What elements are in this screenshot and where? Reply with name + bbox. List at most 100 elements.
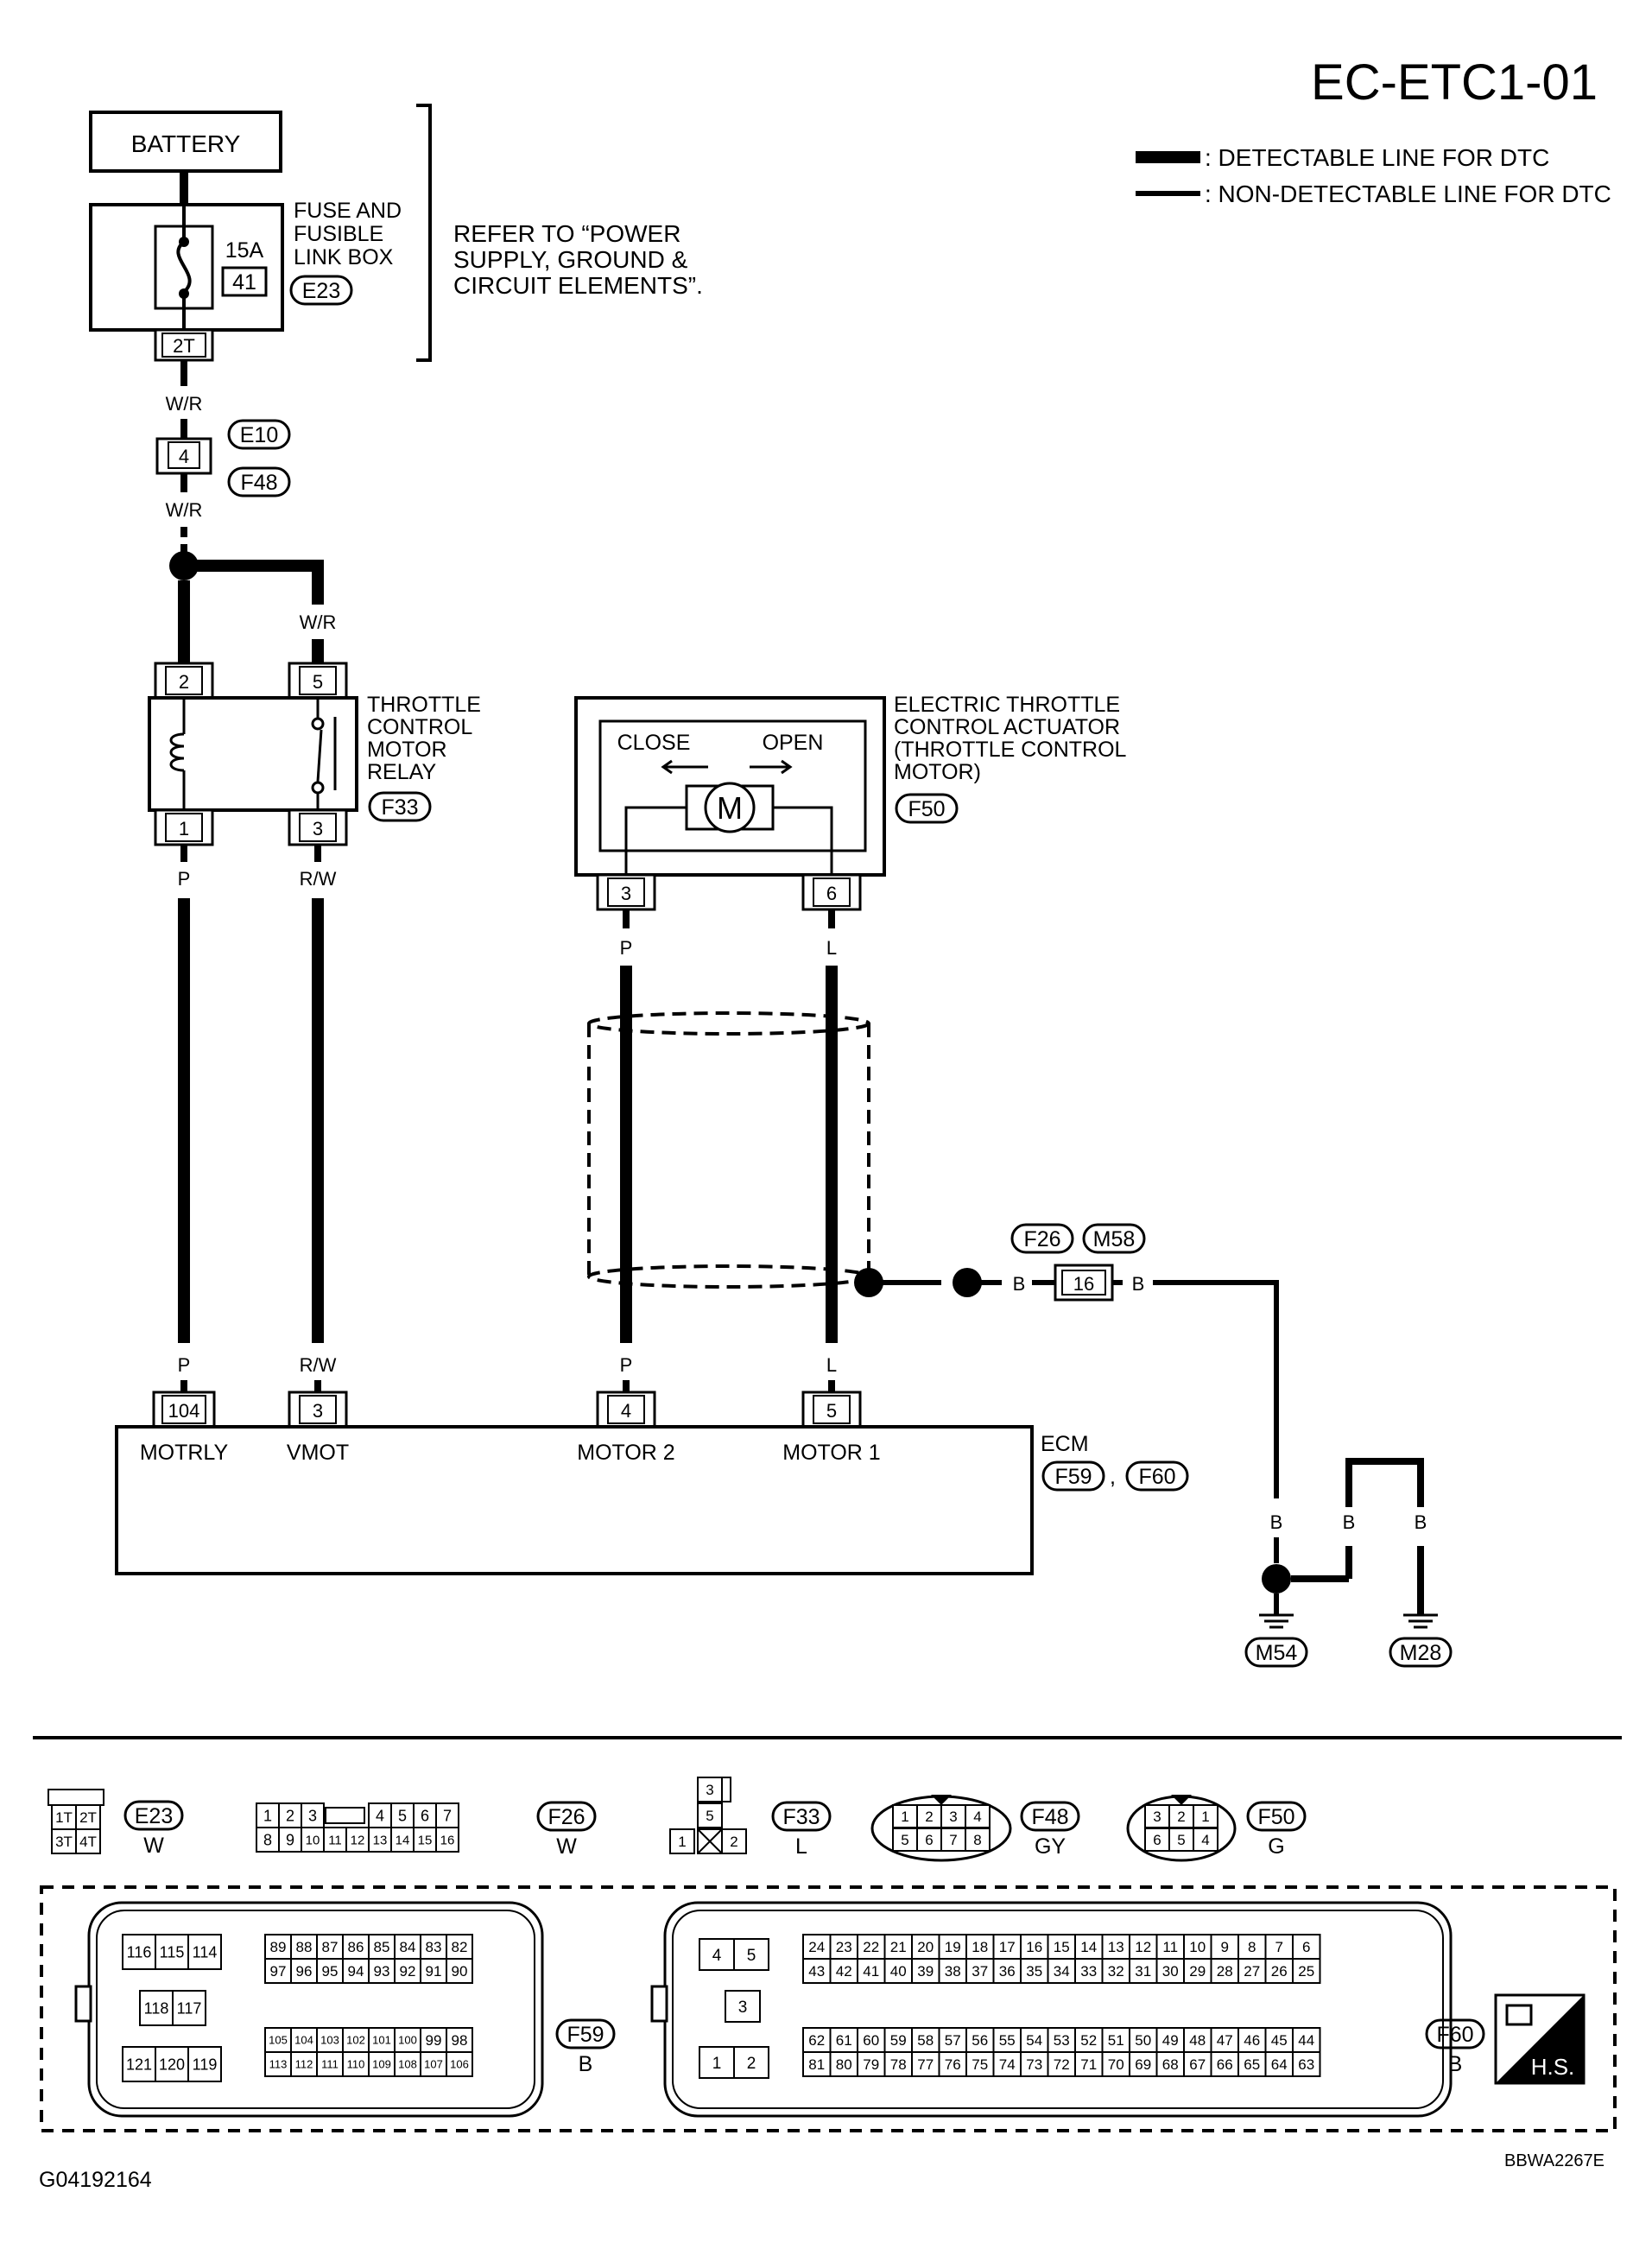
f60-pin: 6: [1302, 1939, 1310, 1955]
svg-text:F50: F50: [908, 797, 945, 821]
f60-pin: 25: [1298, 1963, 1314, 1980]
f59-pin: 86: [348, 1939, 364, 1955]
f48-pin: 6: [925, 1832, 933, 1848]
f59-pin: 102: [346, 2034, 365, 2047]
f50-cell: [1193, 1804, 1218, 1828]
connector-tag-f48-view: [1020, 1801, 1080, 1832]
f59-cell: [446, 2051, 473, 2077]
wire-p-3: P: [620, 937, 633, 959]
f60-cell: [938, 2027, 967, 2053]
f60-pin: 37: [972, 1963, 988, 1980]
refer-note-2: SUPPLY, GROUND &: [453, 246, 688, 273]
f26-pin: 4: [376, 1807, 384, 1824]
f60-pin: 24: [808, 1939, 825, 1955]
f33-color: L: [795, 1834, 807, 1859]
f60-pin: 74: [999, 2056, 1016, 2073]
f60-pin: 30: [1162, 1963, 1179, 1980]
f59-pin: 103: [320, 2034, 339, 2047]
f26-cell: [278, 1827, 302, 1853]
connector-tag-e10: [227, 419, 291, 450]
f59-pin: 111: [321, 2058, 339, 2071]
ground-icon-m28: [1403, 1613, 1438, 1629]
f60-pin: 45: [1271, 2032, 1288, 2049]
f50-pin: 5: [1177, 1832, 1185, 1848]
ecm-terminal-motor2: MOTOR 2: [577, 1441, 674, 1465]
f60-cell: [1264, 1934, 1294, 1960]
f60-pin: 75: [972, 2056, 988, 2073]
f26-pin: 12: [351, 1833, 365, 1847]
f60-pin: 29: [1189, 1963, 1206, 1980]
connector-tag-f26-view: [536, 1801, 597, 1832]
relay-coil-icon: [169, 732, 185, 772]
f59-pin: 101: [372, 2034, 391, 2047]
f59-pin: 98: [452, 2032, 468, 2049]
f26-pin: 8: [263, 1831, 272, 1848]
f60-pin: 23: [836, 1939, 852, 1955]
relay-switch-icon: [316, 729, 323, 782]
f60-pin: 9: [1221, 1939, 1229, 1955]
f33-pin: 5: [706, 1808, 713, 1824]
actuator-open: OPEN: [763, 731, 824, 755]
f26-pin: 11: [328, 1833, 342, 1847]
f59-cell: [290, 2051, 318, 2077]
f59-pin: 118: [144, 1999, 169, 2017]
f60-pin: 58: [917, 2032, 934, 2049]
actuator-box: [574, 696, 886, 877]
fuse-number: 41: [232, 270, 256, 295]
f60-cell: [829, 2051, 858, 2077]
f60-pin: 33: [1080, 1963, 1097, 1980]
f33-cell: [669, 1828, 695, 1854]
svg-text:F60: F60: [1436, 2023, 1473, 2047]
f60-cell: [1101, 2027, 1130, 2053]
f59-pin: 95: [322, 1963, 339, 1980]
pin-actuator-6: 6: [826, 883, 837, 904]
f60-cell: [857, 1958, 886, 1984]
f60-pin: 32: [1108, 1963, 1124, 1980]
f48-pin: 4: [973, 1809, 981, 1825]
f59-pin: 93: [374, 1963, 390, 1980]
f60-pin: 17: [999, 1939, 1016, 1955]
f60-pin: 26: [1271, 1963, 1288, 1980]
f59-pin: 100: [398, 2034, 417, 2047]
diagram-code: BBWA2267E: [1504, 2151, 1605, 2170]
relay-box: [148, 696, 358, 812]
motor-icon: [704, 782, 756, 833]
f60-pin: 65: [1244, 2056, 1260, 2073]
pin-relay-1: 1: [179, 818, 189, 839]
ecm-connector-box: [40, 1885, 1617, 2132]
f60-cell: [1210, 1958, 1239, 1984]
refer-bracket: [416, 104, 432, 362]
f48-cell: [965, 1828, 991, 1852]
svg-text:M54: M54: [1256, 1641, 1298, 1665]
f59-pin: 91: [426, 1963, 442, 1980]
f60-pin: 76: [945, 2056, 961, 2073]
f60-pin: 73: [1026, 2056, 1042, 2073]
relay-label-3: MOTOR: [367, 738, 447, 762]
f26-cell: [435, 1802, 459, 1828]
svg-text:F26: F26: [1023, 1227, 1060, 1251]
f60-cell: [829, 1958, 858, 1984]
f33-pin: 1: [678, 1834, 686, 1850]
f60-pin: 48: [1189, 2032, 1206, 2049]
f60-cell: [965, 1958, 995, 1984]
connector-tag-f33: [368, 791, 432, 822]
ground-splice-m54: [1262, 1564, 1291, 1593]
f26-pin: 7: [443, 1807, 452, 1824]
wire-rw-2: R/W: [300, 1354, 337, 1376]
f26-cell: [301, 1827, 325, 1853]
svg-text:F48: F48: [1031, 1805, 1068, 1829]
f48-pin: 5: [901, 1832, 908, 1848]
connector-tag-f50: [895, 793, 959, 824]
f60-cell: [857, 2027, 886, 2053]
f60-pin: 3: [738, 1999, 748, 2017]
f60-pin: 69: [1135, 2056, 1151, 2073]
f26-pin: 5: [398, 1807, 407, 1824]
f59-pin: 120: [159, 2056, 185, 2073]
e23-cell: [51, 1828, 77, 1854]
f59-pin: 113: [269, 2058, 288, 2071]
f60-pin: 35: [1026, 1963, 1042, 1980]
f26-pin: 14: [396, 1833, 410, 1847]
f60-pin: 47: [1217, 2032, 1233, 2049]
f60-pin: 56: [972, 2032, 988, 2049]
hs-badge: H.S.: [1494, 1993, 1586, 2085]
